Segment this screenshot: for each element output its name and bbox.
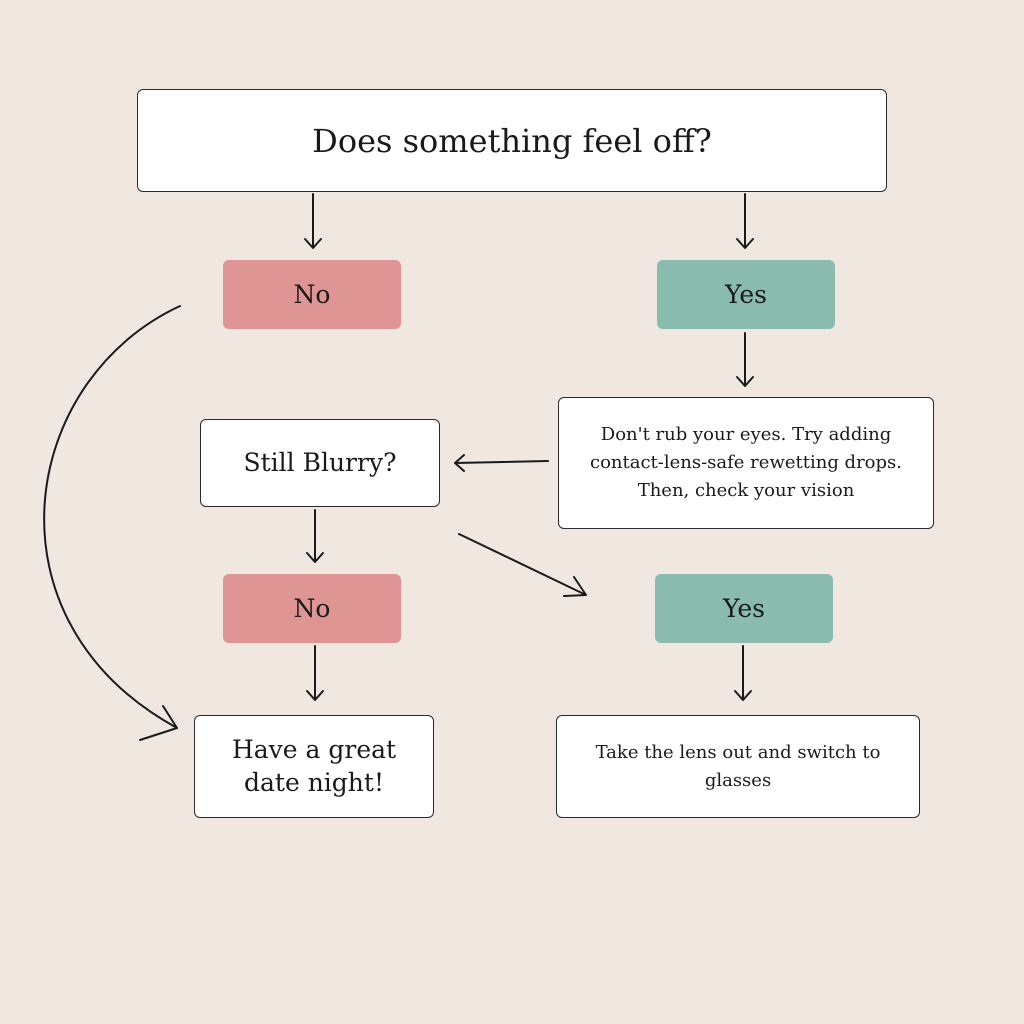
- arrow-yes-to-advice: [736, 332, 754, 387]
- arrow-no-curve-head: [139, 705, 178, 741]
- arrow-yes-to-glasses: [734, 645, 752, 701]
- no-badge-1: No: [223, 260, 401, 329]
- arrow-question-to-yes: [736, 193, 754, 249]
- arrow-no-curve-to-date-night: [43, 305, 181, 729]
- date-night-box: Have a great date night!: [194, 715, 434, 818]
- no-badge-2: No: [223, 574, 401, 643]
- no-label-2: No: [293, 594, 331, 623]
- date-night-text: Have a great date night!: [231, 735, 397, 797]
- yes-label-1: Yes: [725, 280, 767, 309]
- arrow-still-blurry-to-no: [306, 509, 324, 563]
- yes-label-2: Yes: [723, 594, 765, 623]
- arrow-still-blurry-to-yes: [458, 533, 587, 597]
- still-blurry-text: Still Blurry?: [243, 447, 397, 477]
- arrow-question-to-no: [304, 193, 322, 249]
- switch-glasses-text: Take the lens out and switch to glasses: [595, 741, 881, 791]
- switch-glasses-box: Take the lens out and switch to glasses: [556, 715, 920, 818]
- no-label-1: No: [293, 280, 331, 309]
- arrow-no-to-date-night: [306, 645, 324, 701]
- advice-text: Don't rub your eyes. Try adding contact-…: [589, 424, 903, 501]
- yes-badge-1: Yes: [657, 260, 835, 329]
- question-text: Does something feel off?: [312, 121, 712, 160]
- advice-box: Don't rub your eyes. Try adding contact-…: [558, 397, 934, 529]
- yes-badge-2: Yes: [655, 574, 833, 643]
- question-box: Does something feel off?: [137, 89, 887, 192]
- arrow-advice-to-still-blurry: [454, 454, 549, 472]
- still-blurry-box: Still Blurry?: [200, 419, 440, 507]
